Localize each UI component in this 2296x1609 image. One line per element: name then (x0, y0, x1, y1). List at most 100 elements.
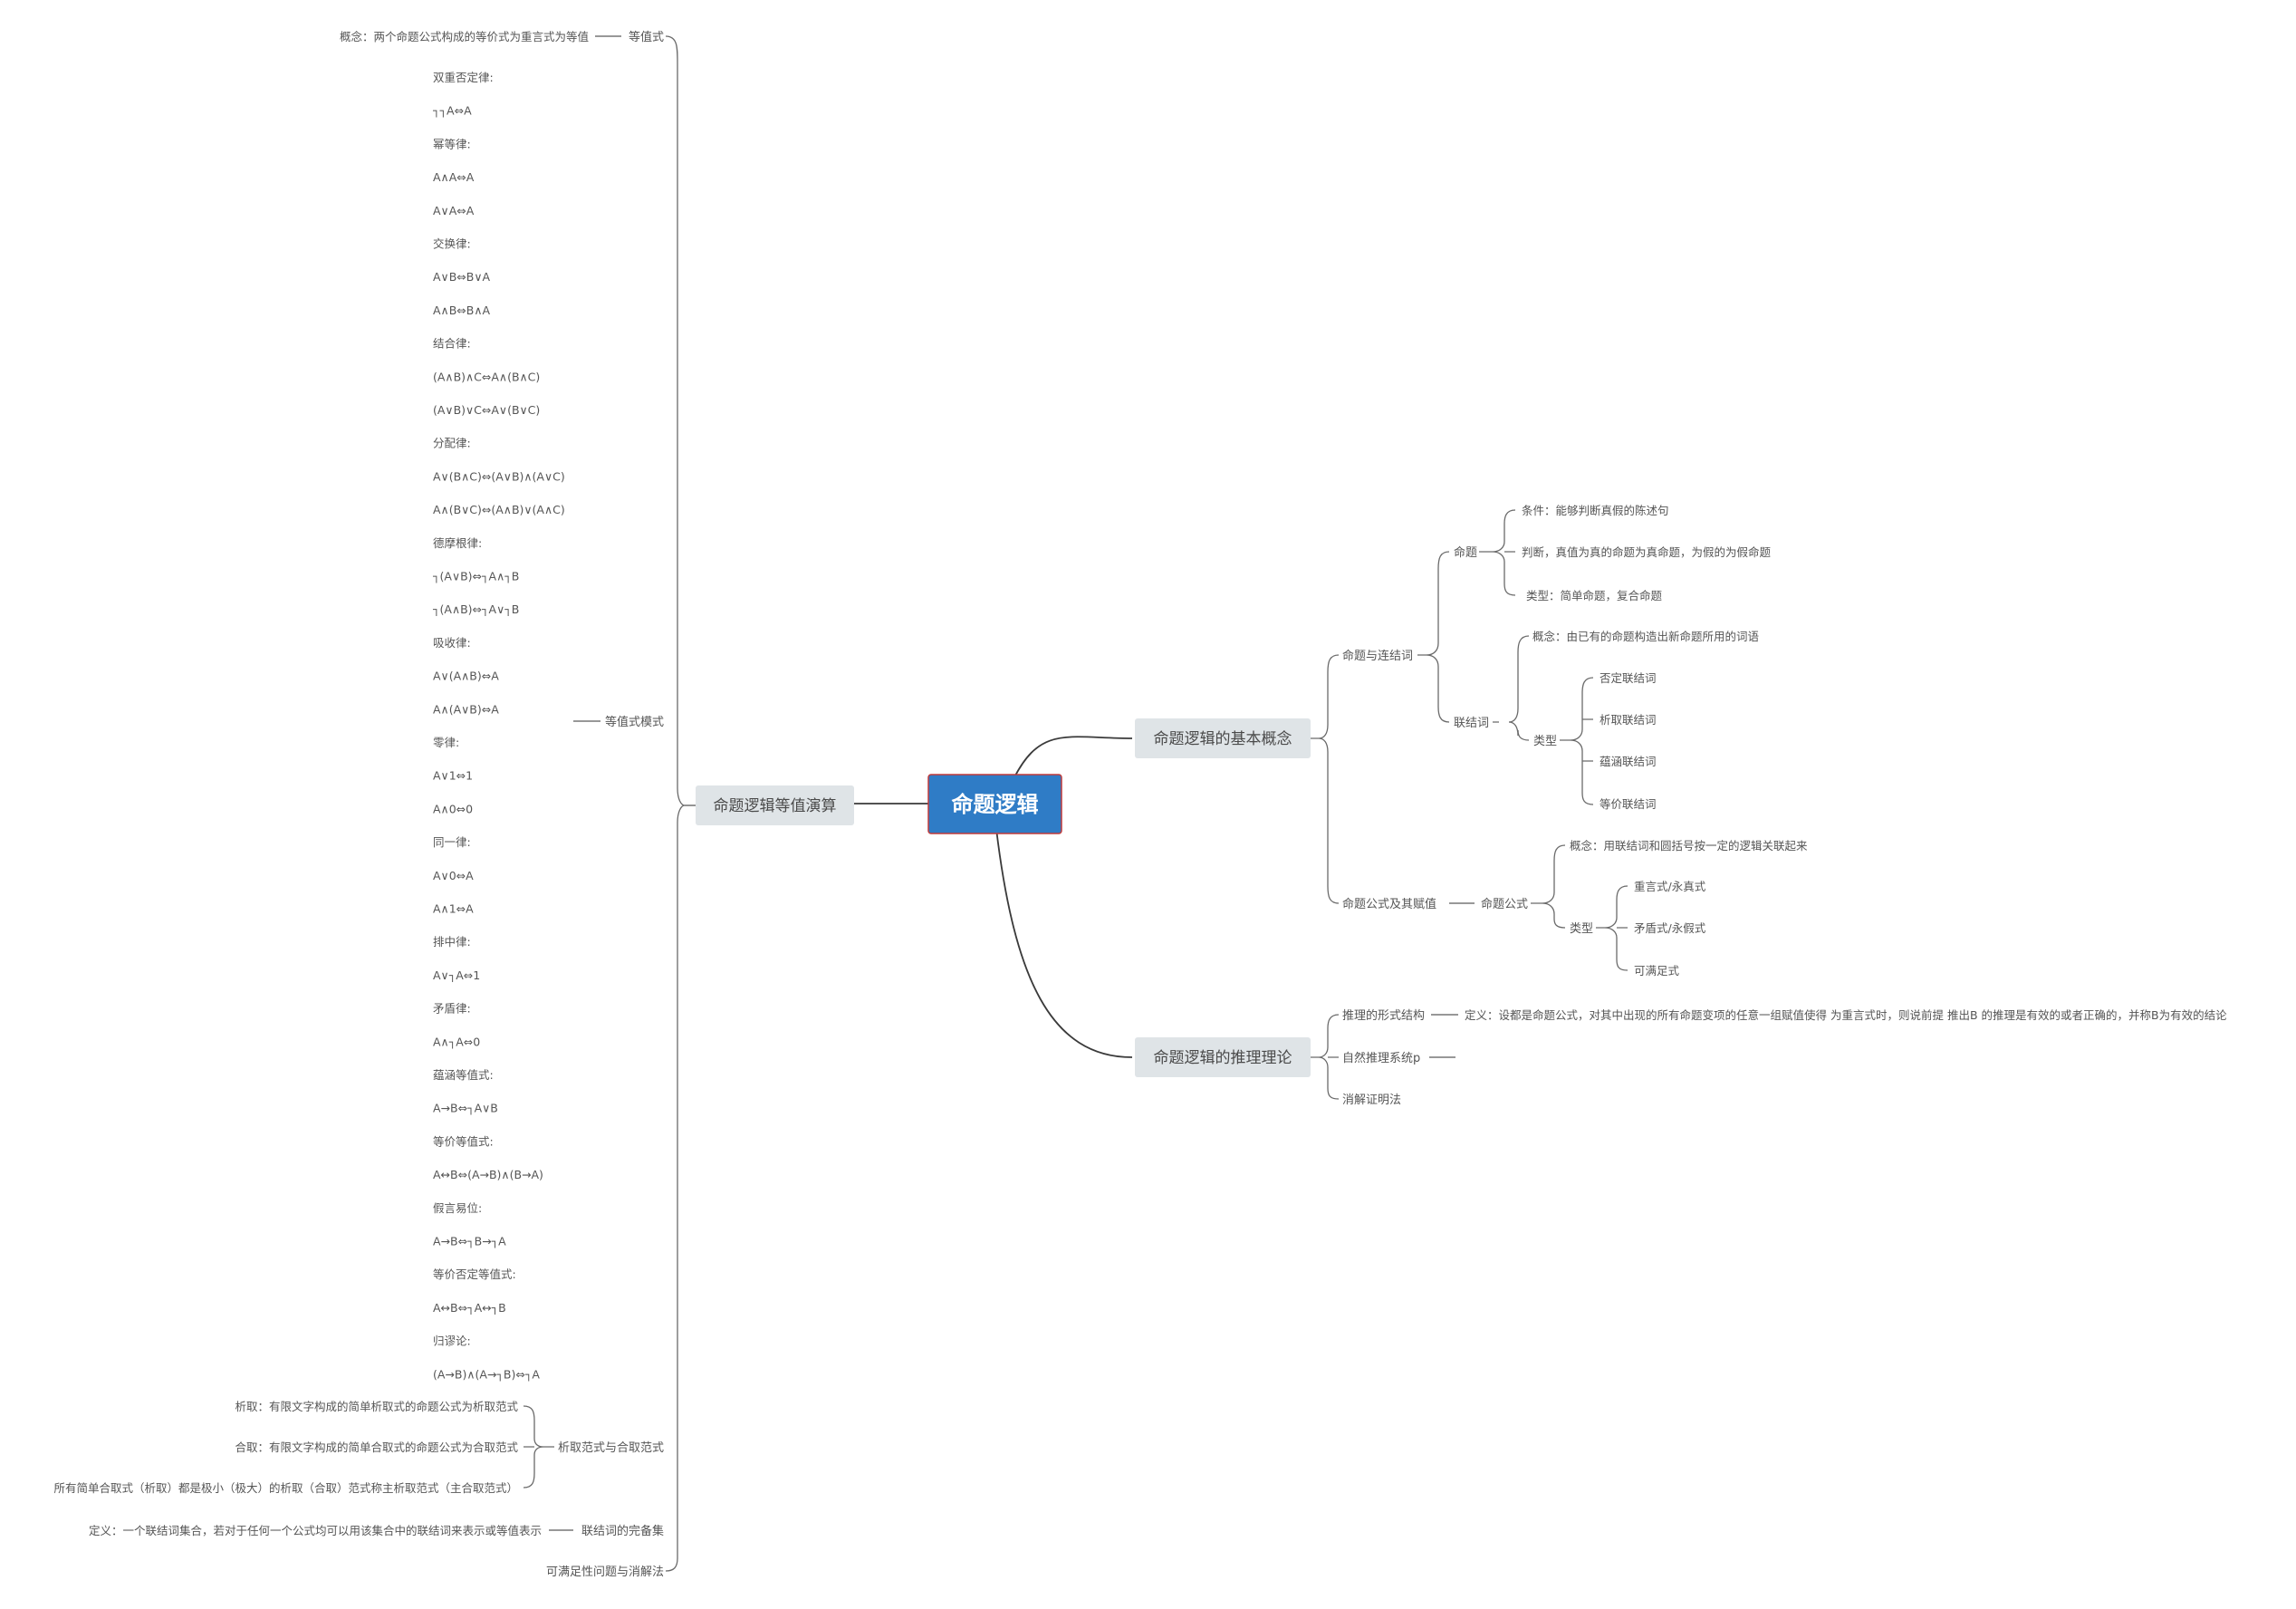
fanshi-label: 析取范式与合取范式 (558, 1441, 664, 1455)
moshi-label: 等值式模式 (605, 715, 664, 729)
law-formula: A∧0⇔0 (433, 802, 473, 815)
law-name: 归谬论: (433, 1334, 471, 1348)
gongshi-type-label[interactable]: 类型 (1570, 922, 1593, 936)
lianjieci-type-1: 否定联结词 (1600, 671, 1657, 685)
lianjieci-type-label[interactable]: 类型 (1533, 735, 1557, 748)
law-formula: ┐(A∨B)⇔┐A∧┐B (432, 570, 519, 583)
topic-equivalence-calculus[interactable]: 命题逻辑等值演算 (696, 785, 854, 825)
wanbei-label: 联结词的完备集 (581, 1524, 664, 1538)
gongshi-label: 命题公式及其赋值 (1342, 897, 1436, 911)
law-name: 等价等值式: (433, 1134, 494, 1148)
law-formula: A∨A⇔A (433, 204, 475, 217)
gongshi-type-2: 矛盾式/永假式 (1634, 921, 1706, 935)
law-formula: (A→B)∧(A→┐B)⇔┐A (433, 1367, 540, 1381)
mtgs-label[interactable]: 命题公式 (1481, 897, 1528, 911)
gongshi-type-3: 可满足式 (1634, 964, 1680, 978)
wanbei-def: 定义：一个联结词集合，若对于任何一个公式均可以用该集合中的联结词来表示或等值表示 (89, 1524, 542, 1537)
law-formula: (A∧B)∧C⇔A∧(B∧C) (433, 370, 540, 383)
branch-wanbei[interactable]: 联结词的完备集 (581, 1524, 664, 1538)
law-formula: A∨┐A⇔1 (433, 968, 480, 982)
basic-concepts-bracket (1311, 654, 1340, 904)
kemanzu-label: 可满足性问题与消解法 (546, 1566, 664, 1579)
lianjieci-bracket (1493, 635, 1530, 741)
root-to-right-bottom-line (995, 828, 1133, 1058)
inference-item-2-label: 自然推理系统p (1342, 1051, 1420, 1065)
law-formula: A∨(B∧C)⇔(A∨B)∧(A∨C) (433, 469, 565, 483)
gongshi-type-bracket (1596, 885, 1628, 971)
inference-item-1-detail: 定义：设都是命题公式，对其中出现的所有命题变项的任意一组赋值使得 为重言式时，则… (1465, 1008, 2227, 1022)
topic-inference-theory-label: 命题逻辑的推理理论 (1154, 1049, 1292, 1067)
law-formula: A∨0⇔A (433, 869, 474, 882)
law-name: 幂等律: (433, 137, 471, 150)
inference-item-2[interactable]: 自然推理系统p (1342, 1051, 1420, 1065)
inference-item-3-label: 消解证明法 (1342, 1094, 1401, 1107)
topic-equivalence-calculus-label: 命题逻辑等值演算 (714, 797, 837, 815)
branch-kemanzu[interactable]: 可满足性问题与消解法 (546, 1566, 664, 1579)
mingti-item-3: 类型：简单命题，复合命题 (1526, 589, 1663, 602)
inference-item-3[interactable]: 消解证明法 (1342, 1094, 1401, 1107)
mingti-item-1: 条件：能够判断真假的陈述句 (1522, 504, 1669, 517)
lianjieci-type-2: 析取联结词 (1600, 713, 1657, 727)
inference-bracket (1311, 1014, 1340, 1100)
mingti-item-2: 判断，真值为真的命题为真命题，为假的为假命题 (1522, 545, 1772, 559)
topic-basic-concepts-label: 命题逻辑的基本概念 (1154, 729, 1292, 748)
gongshi-concept: 概念：用联结词和圆括号按一定的逻辑关联起来 (1570, 839, 1808, 853)
fanshi-item-3: 所有简单合取式（析取）都是极小（极大）的析取（合取）范式称主析取范式（主合取范式… (53, 1481, 518, 1495)
lianjieci-concept: 概念：由已有的命题构造出新命题所用的词语 (1532, 630, 1759, 643)
law-formula: A∨1⇔1 (433, 769, 473, 783)
law-name: 等价否定等值式: (433, 1267, 516, 1281)
branch-dengzhishi[interactable]: 等值式 (629, 30, 664, 44)
law-formula: A∧B⇔B∧A (433, 303, 490, 317)
root-node[interactable]: 命题逻辑 (927, 774, 1062, 834)
root-label: 命题逻辑 (952, 792, 1039, 817)
law-name: 同一律: (433, 835, 471, 849)
law-formula: A∧1⇔A (433, 902, 474, 916)
branch-fanshi[interactable]: 析取范式与合取范式 (558, 1441, 664, 1455)
law-name: 结合律: (433, 337, 471, 351)
fanshi-item-list: 析取：有限文字构成的简单析取式的命题公式为析取范式合取：有限文字构成的简单合取式… (53, 1400, 518, 1495)
inference-item-1[interactable]: 推理的形式结构 (1342, 1008, 1425, 1023)
law-formula: ┐(A∧B)⇔┐A∨┐B (432, 602, 519, 616)
mtljc-bracket (1417, 551, 1450, 723)
law-formula: A∨B⇔B∨A (433, 270, 490, 284)
gongshi-type-1: 重言式/永真式 (1634, 880, 1706, 893)
mingti-label[interactable]: 命题 (1454, 545, 1477, 560)
law-formula: (A∨B)∨C⇔A∨(B∨C) (433, 403, 540, 417)
mtljc-label: 命题与连结词 (1342, 649, 1413, 663)
inference-item-1-label: 推理的形式结构 (1342, 1008, 1425, 1023)
mingti-bracket (1479, 509, 1516, 596)
lianjieci-label[interactable]: 联结词 (1454, 717, 1489, 730)
law-name: 吸收律: (433, 636, 471, 650)
left-big-bracket (665, 35, 686, 1572)
topic-basic-concepts[interactable]: 命题逻辑的基本概念 (1135, 718, 1311, 758)
law-name: 交换律: (433, 237, 471, 251)
law-name: 排中律: (433, 935, 471, 949)
law-formula: ┐┐A⇔A (432, 104, 472, 118)
topic-inference-theory[interactable]: 命题逻辑的推理理论 (1135, 1037, 1311, 1077)
law-formula: A→B⇔┐B→┐A (433, 1235, 506, 1248)
moshi-item-list: 双重否定律: ┐┐A⇔A 幂等律: A∧A⇔A A∨A⇔A 交换律: A∨B⇔B∨A A∧B⇔… (432, 71, 565, 1381)
law-formula: A∨(A∧B)⇔A (433, 670, 499, 683)
dengzhishi-concept: 概念：两个命题公式构成的等价式为重言式为等值 (340, 30, 589, 43)
law-formula: A∧┐A⇔0 (433, 1035, 480, 1048)
law-name: 蕴涵等值式: (433, 1068, 494, 1082)
law-formula: A∧A⇔A (433, 170, 475, 184)
branch-moshi[interactable]: 等值式模式 (605, 715, 664, 729)
lianjieci-type-4: 等价联结词 (1600, 797, 1657, 811)
law-name: 双重否定律: (433, 71, 494, 84)
root-to-right-top-line (1014, 736, 1133, 778)
law-formula: A↔B⇔┐A↔┐B (433, 1301, 506, 1315)
law-formula: A→B⇔┐A∨B (433, 1102, 498, 1115)
law-formula: A∧(B∨C)⇔(A∧B)∨(A∧C) (433, 503, 565, 516)
law-name: 假言易位: (433, 1201, 482, 1215)
lianjieci-type-3: 蕴涵联结词 (1600, 755, 1657, 768)
mtgs-bracket (1531, 844, 1566, 929)
law-name: 零律: (433, 736, 459, 749)
fanshi-item-2: 合取：有限文字构成的简单合取式的命题公式为合取范式 (235, 1440, 518, 1454)
fanshi-item-1: 析取：有限文字构成的简单析取式的命题公式为析取范式 (235, 1400, 518, 1413)
lianjieci-type-bracket (1560, 677, 1594, 805)
fanshi-bracket (523, 1405, 554, 1489)
